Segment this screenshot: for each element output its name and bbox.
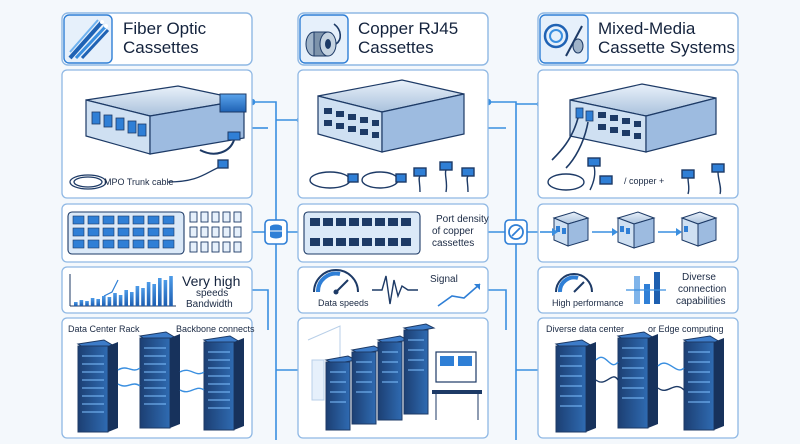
database-connector-icon <box>264 219 288 245</box>
rack-label-left: Data Center Rack <box>68 324 140 334</box>
mixed-cassette-device <box>551 83 717 169</box>
fiber-port <box>162 215 175 225</box>
fiber-port <box>102 239 115 249</box>
fiber-title-line2: Cassettes <box>123 38 199 57</box>
bandwidth-bar <box>146 282 151 306</box>
fiber-port <box>87 227 100 237</box>
mixed-cables-icon <box>547 157 725 195</box>
bandwidth-bar <box>152 284 156 306</box>
fiber-port <box>162 239 175 249</box>
bandwidth-bar <box>85 301 89 306</box>
bandwidth-bar <box>135 286 140 306</box>
performance-gauge-icon <box>555 272 666 304</box>
bandwidth-bar <box>130 292 134 306</box>
fiber-title-line1: Fiber Optic <box>123 19 207 38</box>
fiber-port <box>72 215 85 225</box>
server-rack-group-right <box>554 331 724 433</box>
bandwidth-bar <box>107 297 112 306</box>
fiber-port <box>132 239 145 249</box>
gauge-label: Data speeds <box>318 298 369 308</box>
fiber-port <box>117 227 130 237</box>
speed-label-line2: speeds <box>196 288 229 299</box>
bandwidth-bar <box>169 276 173 306</box>
bandwidth-bars-icon <box>69 274 176 307</box>
bandwidth-bar <box>158 278 162 306</box>
bandwidth-bar <box>124 290 128 306</box>
mixed-rack-label-right: or Edge computing <box>648 324 724 334</box>
bandwidth-bar <box>90 298 95 306</box>
speed-label-line3: Bandwidth <box>186 299 233 310</box>
diverse-label-line3: capabilities <box>676 296 726 307</box>
bandwidth-bar <box>74 302 78 306</box>
bandwidth-bar <box>102 296 106 306</box>
fiber-port <box>117 215 130 225</box>
speed-label-line1: Very high <box>182 273 241 289</box>
fiber-bundle-icon <box>63 14 113 64</box>
office-server-room <box>307 323 482 431</box>
diverse-label-line2: connection <box>678 284 727 295</box>
fiber-port-grid <box>67 211 185 255</box>
mixed-cable-icon <box>539 14 589 64</box>
fiber-port <box>132 227 145 237</box>
diverse-label-line1: Diverse <box>682 272 716 283</box>
fiber-cassette-device <box>85 85 247 155</box>
mpo-cable-icon <box>69 159 229 190</box>
density-label-line1: Port density <box>436 214 489 225</box>
signal-wave-icon <box>372 275 481 307</box>
density-label-line2: of copper <box>432 226 474 237</box>
mixed-rack-label-left: Diverse data center <box>546 324 625 334</box>
bandwidth-bar <box>79 300 84 306</box>
mixed-modules-icon <box>540 211 718 249</box>
fiber-port <box>102 215 115 225</box>
copper-patch-panel <box>317 79 465 153</box>
speed-gauge-icon <box>313 269 359 295</box>
fiber-port <box>117 239 130 249</box>
bandwidth-bar <box>96 299 100 306</box>
fiber-port <box>132 215 145 225</box>
fiber-port <box>87 215 100 225</box>
signal-label: Signal <box>430 274 458 285</box>
mixed-cable-label: / copper + <box>624 176 665 186</box>
bandwidth-bar <box>118 295 123 306</box>
mixed-title-line2: Cassette Systems <box>598 38 735 57</box>
mixed-title-line1: Mixed-Media <box>598 19 696 38</box>
copper-title-line2: Cassettes <box>358 38 434 57</box>
fiber-port <box>87 239 100 249</box>
fiber-port <box>162 227 175 237</box>
density-label-line3: cassettes <box>432 238 475 249</box>
copper-title-line1: Copper RJ45 <box>358 19 459 38</box>
bandwidth-bar <box>141 288 145 306</box>
server-rack-group-left <box>76 331 244 433</box>
bandwidth-bar <box>163 280 168 306</box>
fiber-port <box>72 239 85 249</box>
copper-port-grid <box>303 211 421 255</box>
mpo-cable-label: MPO Trunk cable <box>104 177 174 187</box>
link-connector-icon <box>504 219 528 245</box>
fiber-port <box>147 239 160 249</box>
fiber-port <box>147 215 160 225</box>
bandwidth-bar <box>113 293 117 306</box>
fiber-port <box>72 227 85 237</box>
performance-label: High performance <box>552 298 624 308</box>
fiber-port <box>147 227 160 237</box>
fiber-port <box>102 227 115 237</box>
rack-label-right: Backbone connects <box>176 324 255 334</box>
rj45-cables-icon <box>309 161 475 193</box>
copper-spool-icon <box>299 14 349 64</box>
fiber-connector-array <box>189 211 242 253</box>
